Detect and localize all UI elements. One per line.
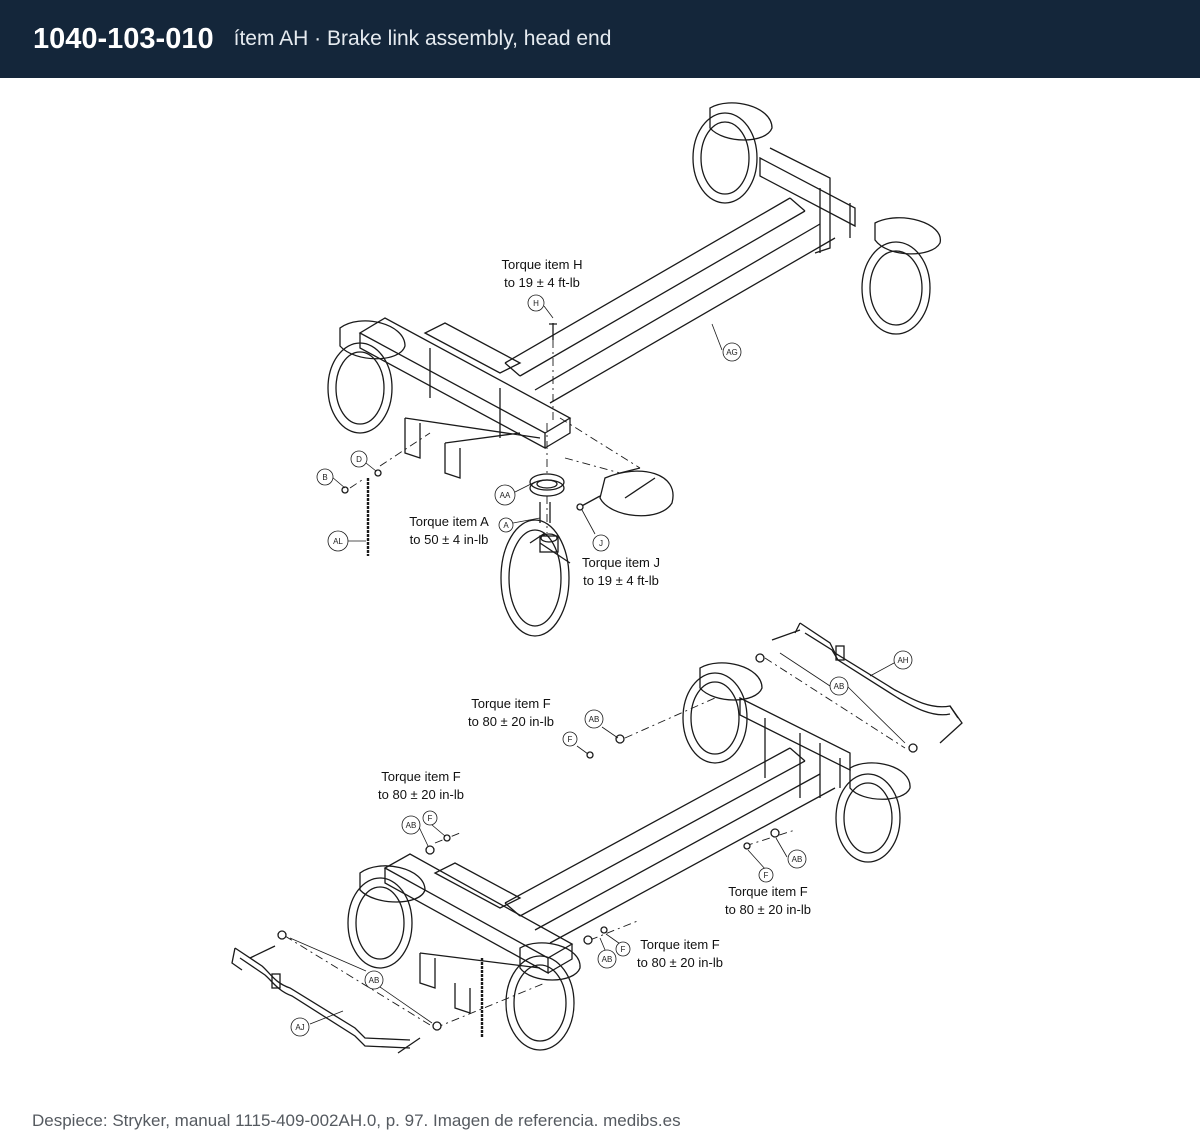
fasteners (277, 469, 918, 1031)
torque-note-j-line2: to 19 ± 4 ft-lb (583, 573, 659, 588)
callout-j: J (599, 539, 603, 548)
callout-h: H (533, 299, 539, 308)
torque-note-j-line1: Torque item J (582, 555, 660, 570)
torque-note-f2-line2: to 80 ± 20 in-lb (378, 787, 464, 802)
source-caption: Despiece: Stryker, manual 1115-409-002AH… (32, 1111, 681, 1130)
callout-balloons (290, 294, 913, 1037)
callout-f: F (621, 945, 626, 954)
lower-frame (231, 622, 963, 1054)
item-title: ítem AH · Brake link assembly, head end (233, 27, 612, 50)
part-number: 1040-103-010 (33, 22, 214, 55)
callout-leaders (289, 305, 906, 1025)
callout-ab: AB (589, 715, 600, 724)
exploded-diagram: H AG B D AA A J AL AH AB AB F AB F AB F … (0, 78, 1200, 1078)
torque-note-f4-line2: to 80 ± 20 in-lb (637, 955, 723, 970)
callout-ab: AB (406, 821, 417, 830)
upper-frame (327, 102, 941, 637)
torque-note-f2-line1: Torque item F (381, 769, 461, 784)
diagram-canvas: H AG B D AA A J AL AH AB AB F AB F AB F … (231, 102, 963, 1054)
header-bar: 1040-103-010 ítem AH · Brake link assemb… (0, 0, 1200, 78)
callout-labels: H AG B D AA A J AL AH AB AB F AB F AB F … (295, 299, 908, 1032)
callout-ah: AH (897, 656, 908, 665)
upper-dash-lines (349, 340, 641, 533)
torque-note-h-line1: Torque item H (502, 257, 583, 272)
torque-note-a-line2: to 50 ± 4 in-lb (410, 532, 489, 547)
callout-aj: AJ (295, 1023, 304, 1032)
callout-ag: AG (726, 348, 738, 357)
callout-f: F (764, 871, 769, 880)
callout-ab: AB (834, 682, 845, 691)
torque-note-a-line1: Torque item A (409, 514, 489, 529)
torque-notes: Torque item H to 19 ± 4 ft-lb Torque ite… (378, 257, 811, 970)
callout-d: D (356, 455, 362, 464)
callout-a: A (503, 521, 509, 530)
callout-ab: AB (792, 855, 803, 864)
callout-ab: AB (602, 955, 613, 964)
callout-ab: AB (369, 976, 380, 985)
torque-note-f1-line1: Torque item F (471, 696, 551, 711)
torque-note-f1-line2: to 80 ± 20 in-lb (468, 714, 554, 729)
torque-note-h-line2: to 19 ± 4 ft-lb (504, 275, 580, 290)
callout-f: F (568, 735, 573, 744)
callout-aa: AA (500, 491, 511, 500)
callout-b: B (322, 473, 327, 482)
torque-note-f3-line2: to 80 ± 20 in-lb (725, 902, 811, 917)
torque-note-f4-line1: Torque item F (640, 937, 720, 952)
torque-note-f3-line1: Torque item F (728, 884, 808, 899)
callout-f: F (428, 814, 433, 823)
callout-al: AL (333, 537, 343, 546)
